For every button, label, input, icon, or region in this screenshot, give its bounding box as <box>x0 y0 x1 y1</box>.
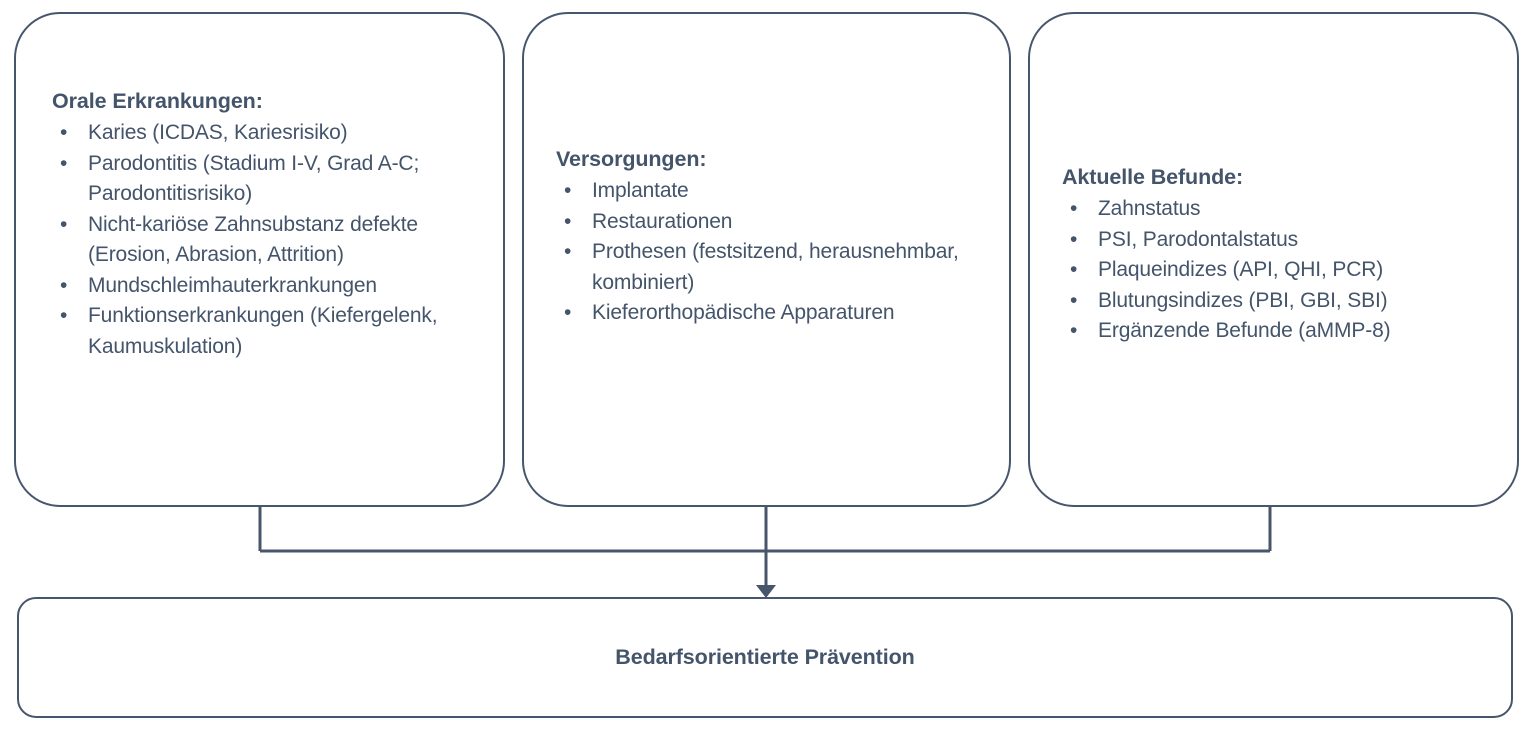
box-current-findings-heading: Aktuelle Befunde: <box>1062 165 1244 189</box>
list-item-label: Karies (ICDAS, Kariesrisiko) <box>88 121 348 144</box>
list-item: • Restaurationen <box>556 207 995 238</box>
box-care-provisions-heading: Versorgungen: <box>556 147 707 171</box>
bullet-icon: • <box>60 212 68 236</box>
list-item: • Implantate <box>556 176 995 207</box>
bullet-icon: • <box>564 209 572 233</box>
bullet-icon: • <box>1070 227 1078 251</box>
list-item: • Funktionserkrankungen (Kiefergelenk, K… <box>52 301 489 362</box>
list-item: • Karies (ICDAS, Kariesrisiko) <box>52 118 489 149</box>
list-item-label: Implantate <box>592 179 689 202</box>
bullet-icon: • <box>564 301 572 324</box>
box-oral-diseases-heading: Orale Erkrankungen: <box>52 89 263 113</box>
list-item-label: Parodontitis (Stadium I-V, Grad A-C; Par… <box>88 151 420 206</box>
list-item-label: Funktionserkrankungen (Kiefergelenk, Kau… <box>88 304 438 358</box>
box-prevention-label: Bedarfsorientierte Prävention <box>615 645 915 669</box>
box-care-provisions-content: Versorgungen: • Implantate • Restauratio… <box>524 144 1009 329</box>
list-item: • Kieferorthopädische Apparaturen <box>556 298 995 329</box>
box-care-provisions: Versorgungen: • Implantate • Restauratio… <box>522 12 1011 507</box>
list-item-label: Mundschleimhauterkrankungen <box>88 273 377 297</box>
list-item-label: Blutungsindizes (PBI, GBI, SBI) <box>1098 288 1388 312</box>
bullet-icon: • <box>1070 197 1078 220</box>
list-item: • Prothesen (festsitzend, herausnehmbar,… <box>556 237 995 298</box>
bullet-icon: • <box>1070 258 1078 281</box>
list-item: • Mundschleimhauterkrankungen <box>52 271 489 302</box>
box-oral-diseases-content: Orale Erkrankungen: • Karies (ICDAS, Kar… <box>16 86 503 362</box>
list-item: • Nicht-kariöse Zahnsubstanz defekte (Er… <box>52 210 489 271</box>
list-item: • Zahnstatus <box>1062 194 1503 225</box>
bullet-icon: • <box>60 273 68 297</box>
list-item-label: Ergänzende Befunde (aMMP-8) <box>1098 319 1391 342</box>
bullet-icon: • <box>564 240 572 263</box>
list-item-label: Plaqueindizes (API, QHI, PCR) <box>1098 258 1384 281</box>
bullet-icon: • <box>60 304 68 327</box>
bullet-icon: • <box>60 121 68 144</box>
bullet-icon: • <box>60 151 68 175</box>
box-prevention: Bedarfsorientierte Prävention <box>17 597 1513 718</box>
list-item: • Ergänzende Befunde (aMMP-8) <box>1062 316 1503 347</box>
list-item: • PSI, Parodontalstatus <box>1062 225 1503 256</box>
list-item: • Parodontitis (Stadium I-V, Grad A-C; P… <box>52 149 489 210</box>
bullet-icon: • <box>564 179 572 202</box>
box-oral-diseases: Orale Erkrankungen: • Karies (ICDAS, Kar… <box>14 12 505 507</box>
list-item-label: PSI, Parodontalstatus <box>1098 227 1298 251</box>
box-current-findings-list: • Zahnstatus • PSI, Parodontalstatus • P… <box>1062 194 1503 347</box>
list-item-label: Zahnstatus <box>1098 197 1201 220</box>
bullet-icon: • <box>1070 319 1078 342</box>
box-current-findings-content: Aktuelle Befunde: • Zahnstatus • PSI, Pa… <box>1030 162 1517 347</box>
box-current-findings: Aktuelle Befunde: • Zahnstatus • PSI, Pa… <box>1028 12 1519 507</box>
bullet-icon: • <box>1070 288 1078 312</box>
list-item-label: Nicht-kariöse Zahnsubstanz defekte (Eros… <box>88 212 418 267</box>
list-item-label: Restaurationen <box>592 209 733 233</box>
list-item-label: Kieferorthopädische Apparaturen <box>592 301 895 324</box>
box-oral-diseases-list: • Karies (ICDAS, Kariesrisiko) • Parodon… <box>52 118 489 362</box>
list-item: • Blutungsindizes (PBI, GBI, SBI) <box>1062 286 1503 317</box>
list-item: • Plaqueindizes (API, QHI, PCR) <box>1062 255 1503 286</box>
box-care-provisions-list: • Implantate • Restaurationen • Prothese… <box>556 176 995 329</box>
list-item-label: Prothesen (festsitzend, herausnehmbar, k… <box>592 240 959 294</box>
